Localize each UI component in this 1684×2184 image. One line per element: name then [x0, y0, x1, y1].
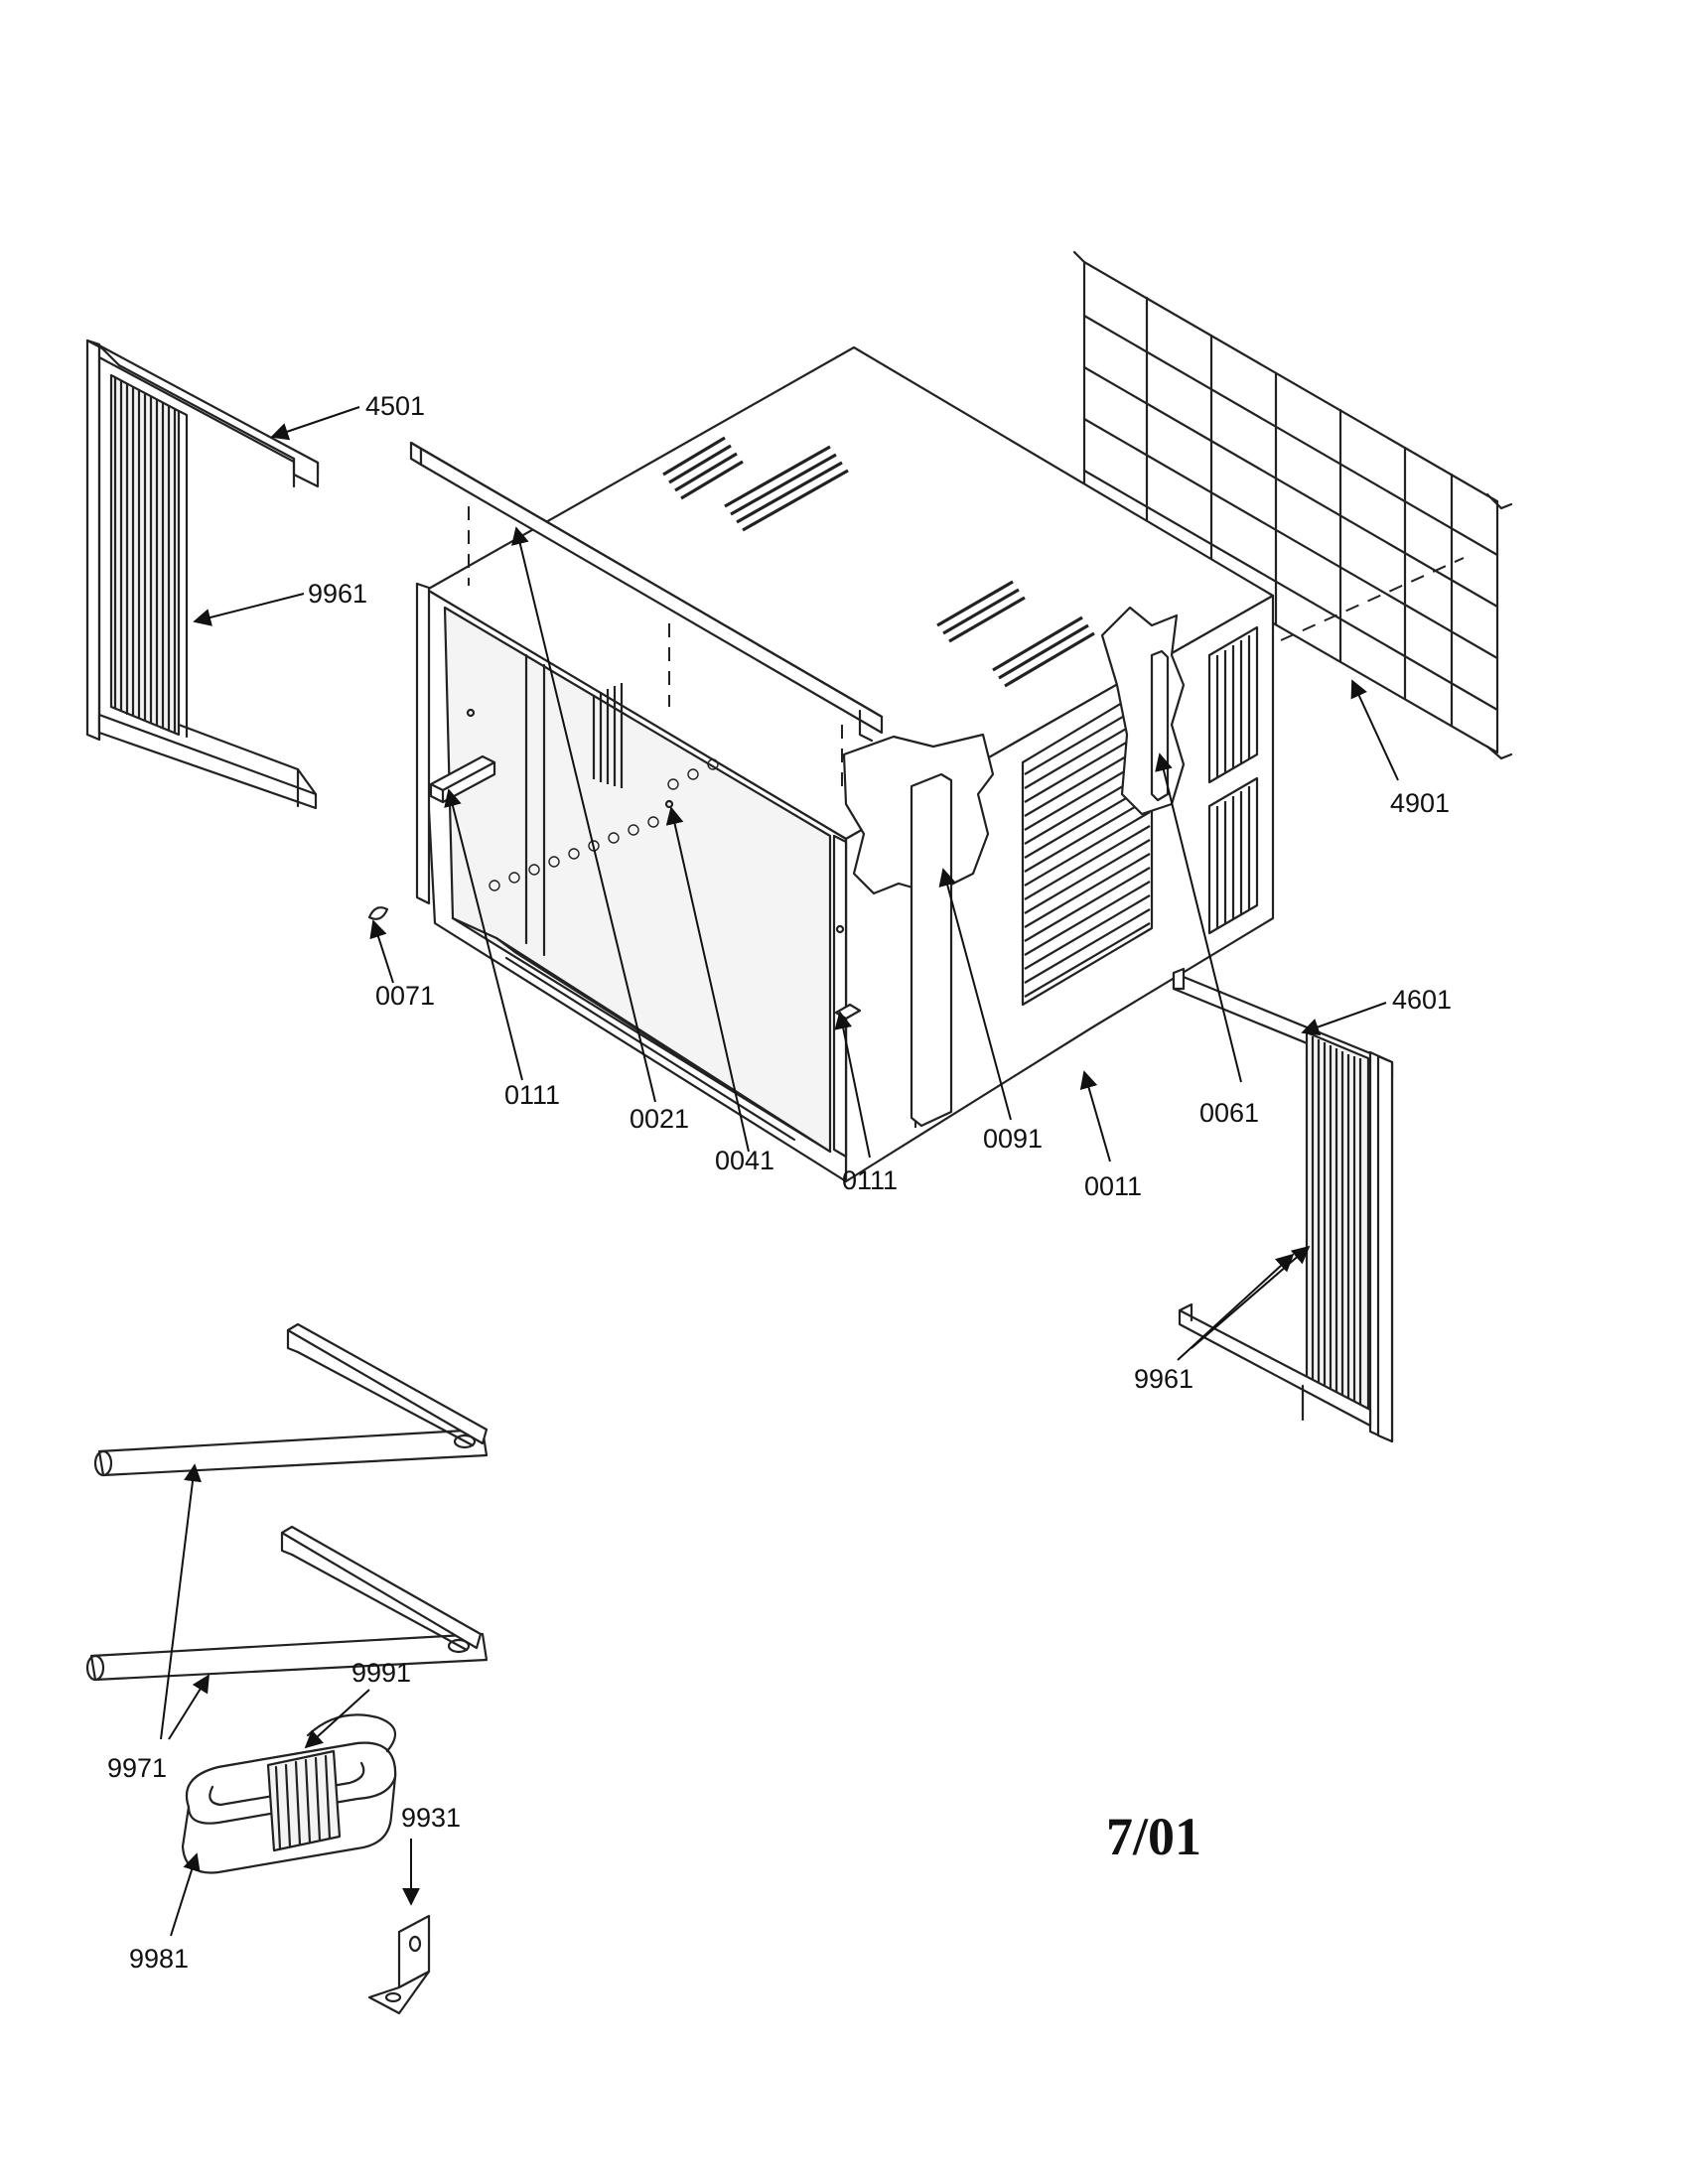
callout-0111-right: 0111	[842, 1165, 898, 1195]
wire-grille	[1072, 250, 1513, 760]
retainer-clip	[367, 906, 389, 920]
top-rail	[409, 441, 884, 794]
callout-9991: 9991	[351, 1658, 411, 1688]
callout-4601: 4601	[1392, 985, 1452, 1015]
callout-0111-left: 0111	[504, 1080, 560, 1110]
callout-9961-right: 9961	[1134, 1364, 1193, 1394]
support-bracket-lower	[85, 1525, 489, 1682]
callout-0021: 0021	[630, 1104, 689, 1134]
callout-0011: 0011	[1084, 1171, 1142, 1201]
left-panel-pleats	[109, 373, 189, 739]
callout-0091: 0091	[983, 1124, 1043, 1154]
screw-set	[466, 708, 845, 934]
revision-date: 7/01	[1106, 1807, 1201, 1866]
callout-0061: 0061	[1199, 1098, 1259, 1128]
top-louvers	[662, 436, 1095, 688]
callout-labels: 4501 9961 0071 0111 0021 0041 0111 0091 …	[107, 391, 1452, 1974]
left-side-curtain-panel	[85, 339, 320, 810]
callout-9931: 9931	[401, 1803, 461, 1833]
callout-9961-left: 9961	[308, 579, 367, 609]
callout-4501: 4501	[365, 391, 425, 421]
mounting-holes	[489, 758, 719, 891]
angle-clip	[367, 1914, 431, 2015]
callout-9981: 9981	[129, 1944, 189, 1974]
callout-4901: 4901	[1390, 788, 1450, 818]
right-side-curtain-panel	[1172, 967, 1394, 1443]
inner-louver	[592, 683, 624, 788]
front-frame	[415, 582, 848, 1159]
leader-lines	[160, 406, 1399, 1937]
callout-0041: 0041	[715, 1146, 774, 1175]
callout-0071: 0071	[375, 981, 435, 1011]
support-bracket-upper	[93, 1322, 489, 1477]
callout-9971: 9971	[107, 1753, 167, 1783]
coiled-cord	[181, 1713, 397, 1874]
seal-strip	[910, 772, 953, 1128]
